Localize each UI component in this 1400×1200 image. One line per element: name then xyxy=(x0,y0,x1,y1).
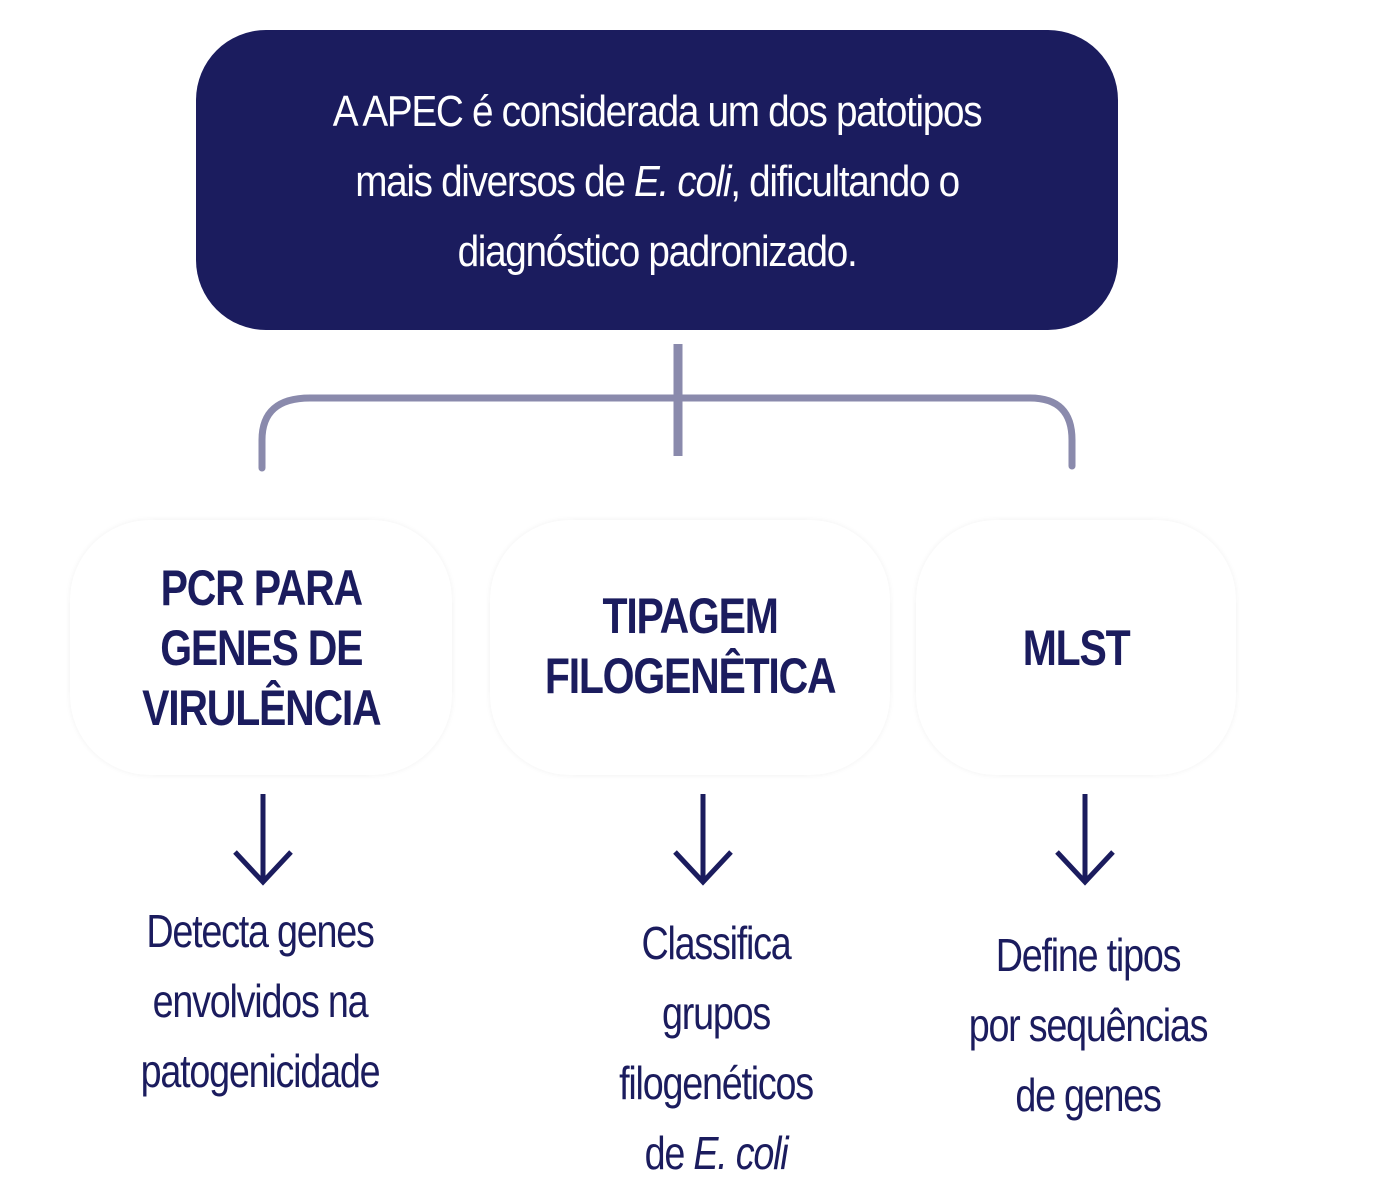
description-line: envolvidos na xyxy=(152,975,369,1027)
description-line: patogenicidade xyxy=(140,1045,381,1097)
arrow-down-icon xyxy=(673,794,733,886)
description-last-prefix: de xyxy=(644,1127,694,1179)
method-title-line: MLST xyxy=(1022,619,1131,676)
description-line: grupos xyxy=(662,987,771,1039)
method-card-tipagem: TIPAGEM FILOGENÊTICA xyxy=(490,520,890,775)
method-title-pcr: PCR PARA GENES DE VIRULÊNCIA xyxy=(141,558,382,738)
description-line: Detecta genes xyxy=(146,905,374,957)
method-card-pcr: PCR PARA GENES DE VIRULÊNCIA xyxy=(70,520,452,775)
description-line: de E. coli xyxy=(552,1118,880,1188)
method-title-line: GENES DE xyxy=(159,619,363,676)
method-title-line: FILOGENÊTICA xyxy=(544,647,837,704)
method-description-pcr: Detecta genes envolvidos na patogenicida… xyxy=(96,896,424,1106)
method-description-mlst: Define tipos por sequências de genes xyxy=(924,920,1252,1130)
summary-text: A APEC é considerada um dos patotipos ma… xyxy=(279,73,1036,287)
summary-line-2-italic: E. coli xyxy=(634,157,732,206)
arrow-down-icon xyxy=(233,794,293,886)
method-description-tipagem: Classifica grupos filogenéticos de E. co… xyxy=(552,908,880,1188)
summary-line-2-prefix: mais diversos de xyxy=(355,157,635,206)
description-line: por sequências xyxy=(968,999,1209,1051)
method-title-line: TIPAGEM xyxy=(602,587,778,644)
description-line: de genes xyxy=(1015,1069,1162,1121)
method-title-mlst: MLST xyxy=(1022,618,1131,678)
summary-line-1: A APEC é considerada um dos patotipos xyxy=(332,87,983,136)
method-title-tipagem: TIPAGEM FILOGENÊTICA xyxy=(544,586,837,706)
description-line: Define tipos xyxy=(995,929,1182,981)
description-last-italic: E. coli xyxy=(693,1127,788,1179)
method-card-mlst: MLST xyxy=(916,520,1236,775)
method-title-line: PCR PARA xyxy=(160,559,362,616)
summary-line-2-suffix: , dificultando o xyxy=(730,157,960,206)
summary-line-3: diagnóstico padronizado. xyxy=(457,227,858,276)
summary-box: A APEC é considerada um dos patotipos ma… xyxy=(196,30,1118,330)
connector-bracket xyxy=(258,394,1076,472)
method-title-line: VIRULÊNCIA xyxy=(141,679,382,736)
description-line: Classifica xyxy=(641,917,791,969)
arrow-down-icon xyxy=(1055,794,1115,886)
description-line: filogenéticos xyxy=(619,1057,814,1109)
